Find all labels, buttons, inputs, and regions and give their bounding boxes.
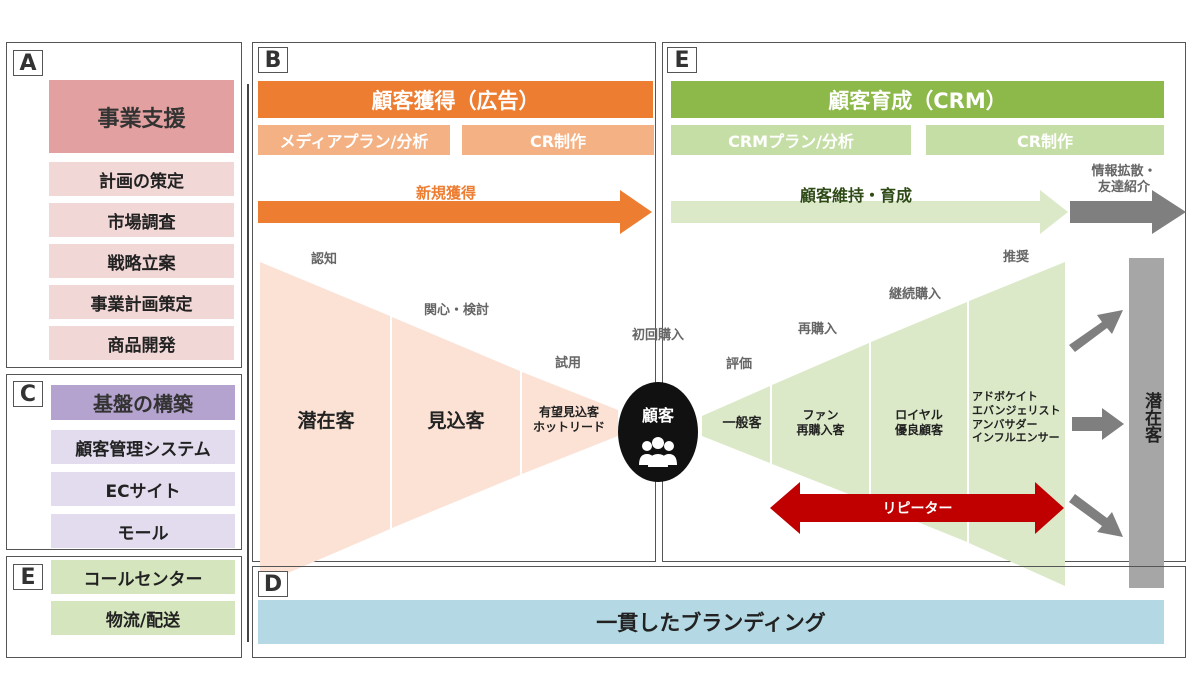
funnel-segment-label: ロイヤル 優良顧客 bbox=[894, 408, 943, 437]
funnel-segment-label: ファン 再購入客 bbox=[796, 408, 845, 437]
stage-label: 評価 bbox=[726, 357, 753, 372]
section-d-title: 一貫したブランディング bbox=[258, 600, 1164, 644]
section-e-left-frame bbox=[6, 556, 242, 658]
section-a-item: 計画の策定 bbox=[49, 162, 234, 196]
section-b-tag: B bbox=[258, 47, 288, 73]
funnel-segment-hot-lead bbox=[522, 372, 618, 474]
section-d-frame bbox=[252, 566, 1186, 658]
acquisition-arrow bbox=[258, 190, 652, 234]
section-b-title: 顧客獲得（広告） bbox=[258, 81, 653, 118]
customer-circle-label: 顧客 bbox=[641, 406, 674, 425]
section-c-item: 顧客管理システム bbox=[51, 430, 235, 464]
section-b-sub-right: CR制作 bbox=[462, 125, 654, 155]
stage-label: 再購入 bbox=[798, 322, 838, 337]
acquisition-arrow-label: 新規獲得 bbox=[416, 184, 477, 202]
section-b-sub-left: メディアプラン/分析 bbox=[258, 125, 450, 155]
people-icon bbox=[639, 437, 677, 467]
stage-label: 推奨 bbox=[1003, 250, 1030, 265]
section-a-title: 事業支援 bbox=[49, 80, 234, 153]
section-a-item: 市場調査 bbox=[49, 203, 234, 237]
potential-bar bbox=[1129, 258, 1164, 588]
section-e-frame bbox=[662, 42, 1186, 562]
funnel-segment-label: アドボケイト エバンジェリスト アンバサダー インフルエンサー bbox=[972, 390, 1061, 445]
section-e-sub-left: CRMプラン/分析 bbox=[671, 125, 911, 155]
section-c-title: 基盤の構築 bbox=[51, 385, 235, 420]
section-e-left-item: 物流/配送 bbox=[51, 601, 235, 635]
section-e-left-tag: E bbox=[13, 564, 43, 590]
section-e-left-item: コールセンター bbox=[51, 560, 235, 594]
section-a-item: 商品開発 bbox=[49, 326, 234, 360]
funnel-segment-prospect bbox=[392, 317, 520, 528]
repeater-arrow bbox=[770, 482, 1064, 534]
funnel-segment-label: 有望見込客 ホットリード bbox=[532, 405, 605, 434]
section-c-frame bbox=[6, 374, 242, 550]
section-a-tag: A bbox=[13, 50, 43, 76]
stage-label: 認知 bbox=[311, 252, 338, 267]
section-b-frame bbox=[252, 42, 656, 562]
spread-arrow-down bbox=[1069, 494, 1123, 537]
section-c-item: ECサイト bbox=[51, 472, 235, 506]
potential-bar-label: 潜在客 bbox=[1141, 392, 1161, 443]
stage-label: 関心・検討 bbox=[424, 303, 490, 318]
nurture-arrow bbox=[671, 190, 1068, 234]
nurture-arrow-label: 顧客維持・育成 bbox=[800, 186, 913, 205]
funnel-segment-label: 潜在客 bbox=[297, 410, 355, 432]
section-e-title: 顧客育成（CRM） bbox=[671, 81, 1164, 118]
section-a-frame bbox=[6, 42, 242, 368]
stage-label: 初回購入 bbox=[632, 328, 685, 343]
section-a-item: 戦略立案 bbox=[49, 244, 234, 278]
spread-arrow-up bbox=[1069, 310, 1123, 352]
funnel-segment-loyal bbox=[871, 302, 967, 542]
funnel-segment-label: 一般客 bbox=[722, 416, 762, 431]
funnel-segment-label: 見込客 bbox=[427, 410, 485, 432]
section-c-tag: C bbox=[13, 381, 43, 407]
stage-label: 試用 bbox=[555, 356, 582, 371]
customer-circle bbox=[618, 382, 698, 482]
funnel-segment-fan bbox=[772, 343, 869, 502]
section-e-tag: E bbox=[667, 47, 697, 73]
section-a-item: 事業計画策定 bbox=[49, 285, 234, 319]
stage-label: 継続購入 bbox=[889, 287, 942, 302]
spread-label: 情報拡散・ 友達紹介 bbox=[1091, 164, 1157, 196]
funnel-segment-general bbox=[702, 386, 770, 463]
section-d-tag: D bbox=[258, 571, 288, 597]
section-c-item: モール bbox=[51, 514, 235, 548]
repeater-label: リピーター bbox=[882, 501, 953, 517]
spread-arrow-mid bbox=[1072, 408, 1124, 440]
funnel-segment-potential bbox=[260, 262, 390, 585]
spread-arrow bbox=[1070, 190, 1186, 234]
divider-line bbox=[247, 84, 249, 642]
section-e-sub-right: CR制作 bbox=[926, 125, 1164, 155]
